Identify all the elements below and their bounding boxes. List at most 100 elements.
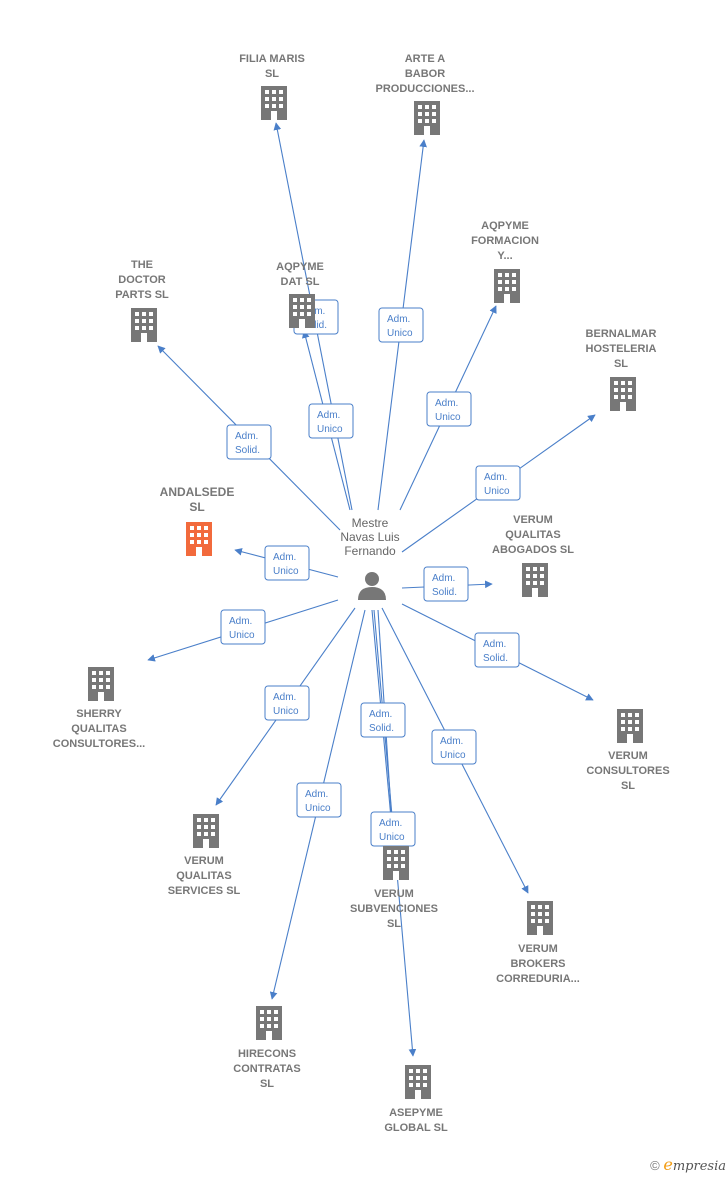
- company-label-line: QUALITAS: [71, 723, 126, 735]
- edge-label-line: Adm.: [273, 552, 296, 563]
- edge-labels-layer: Adm.UnicoAdm.UnicoAdm.UnicoAdm.Solid.Adm…: [220, 299, 521, 847]
- edge-label-line: Unico: [229, 630, 255, 641]
- edge-label-box: [264, 545, 310, 581]
- edge-label-line: Solid.: [369, 723, 394, 734]
- building-icon: [186, 522, 212, 556]
- edge-label-line: Adm.: [435, 398, 458, 409]
- edge-label[interactable]: Adm. Unico: [308, 403, 354, 439]
- edge-label[interactable]: Adm.Unico: [426, 391, 472, 427]
- person-label-line: Fernando: [344, 544, 396, 558]
- edge-label-line: Adm.: [432, 573, 455, 584]
- company-label-line: SL: [260, 1078, 274, 1090]
- company-label-line: CONTRATAS: [233, 1063, 300, 1075]
- edge-label-line: Adm.: [369, 709, 392, 720]
- company-label-line: ASEPYME: [389, 1107, 443, 1119]
- edge-label[interactable]: Adm.Unico: [475, 465, 521, 501]
- building-icon: [527, 901, 553, 935]
- edge-label-box: [474, 632, 520, 668]
- building-icon: [88, 667, 114, 701]
- company-node-arte-a-babor[interactable]: ARTE ABABORPRODUCCIONES...: [375, 53, 475, 135]
- company-label-line: FILIA MARIS: [239, 53, 305, 65]
- building-icon: [414, 101, 440, 135]
- company-label-line: HIRECONS: [238, 1048, 296, 1060]
- company-node-asepyme[interactable]: ASEPYME GLOBAL SL: [384, 1065, 448, 1134]
- company-node-the-doctor-parts[interactable]: THE DOCTOR PARTS SL: [115, 259, 169, 342]
- company-label-line: SL: [189, 500, 204, 514]
- company-label-line: QUALITAS: [176, 870, 231, 882]
- company-label-line: PRODUCCIONES...: [375, 83, 474, 95]
- edge-label[interactable]: Adm.Unico: [264, 685, 310, 721]
- edge-label-line: Adm.: [483, 639, 506, 650]
- edge-label-box: [264, 685, 310, 721]
- edge-label-line: Solid.: [432, 587, 457, 598]
- edge-label[interactable]: Adm.Unico: [431, 729, 477, 765]
- edge-label-line: Adm.: [317, 410, 340, 421]
- company-node-filia-maris[interactable]: FILIA MARIS SL: [239, 53, 305, 120]
- edge-label-box: [423, 566, 469, 602]
- company-label-line: HOSTELERIA: [586, 343, 657, 355]
- company-label-line: SL: [265, 68, 279, 80]
- company-label-line: DOCTOR: [118, 274, 166, 286]
- company-label-line: DAT SL: [281, 276, 320, 288]
- company-node-hirecons[interactable]: HIRECONS CONTRATAS SL: [233, 1006, 301, 1090]
- edge-label[interactable]: Adm. Solid.: [360, 702, 406, 738]
- company-node-verum-qualitas-services[interactable]: VERUM QUALITAS SERVICES SL: [168, 814, 241, 897]
- edge-label-box: [226, 424, 272, 460]
- edge-label-box: [296, 782, 342, 818]
- edge-label-box: [220, 609, 266, 645]
- edge-label[interactable]: Adm.Unico: [370, 811, 416, 847]
- company-node-sherry-qualitas[interactable]: SHERRY QUALITAS CONSULTORES...: [53, 667, 146, 750]
- person-icon: [358, 572, 386, 600]
- edge-label-line: Unico: [317, 424, 343, 435]
- edge-label-line: Unico: [440, 750, 466, 761]
- company-label-line: CONSULTORES...: [53, 738, 146, 750]
- building-icon: [617, 709, 643, 743]
- person-label-line: Mestre: [352, 516, 389, 530]
- empresia-credit[interactable]: © empresia: [650, 1155, 726, 1174]
- edge-label[interactable]: Adm. Solid.: [423, 566, 469, 602]
- edge-label[interactable]: Adm. Solid.: [226, 424, 272, 460]
- company-label-line: PARTS SL: [115, 289, 169, 301]
- building-icon: [383, 846, 409, 880]
- company-label-line: BROKERS: [510, 958, 565, 970]
- company-label-line: SHERRY: [76, 708, 122, 720]
- company-label-line: CONSULTORES: [586, 765, 669, 777]
- edge-label-line: Unico: [273, 706, 299, 717]
- empresia-logo-initial: e: [663, 1155, 673, 1174]
- company-node-aqpyme-formacion[interactable]: AQPYMEFORMACIONY...: [471, 220, 539, 303]
- edge-label[interactable]: Adm.Unico: [296, 782, 342, 818]
- edge-label-line: Solid.: [235, 445, 260, 456]
- company-label-line: GLOBAL SL: [384, 1122, 448, 1134]
- edge-label-box: [431, 729, 477, 765]
- edge-label-line: Adm.: [235, 431, 258, 442]
- building-icon: [610, 377, 636, 411]
- company-label-line: FORMACION: [471, 235, 539, 247]
- building-icon: [405, 1065, 431, 1099]
- building-icon: [494, 269, 520, 303]
- company-label-line: VERUM: [518, 943, 558, 955]
- edge-label-box: [360, 702, 406, 738]
- edge-label-line: Unico: [273, 566, 299, 577]
- company-node-verum-brokers[interactable]: VERUMBROKERSCORREDURIA...: [496, 901, 580, 985]
- company-label-line: VERUM: [184, 855, 224, 867]
- company-label-line: Y...: [497, 250, 512, 262]
- company-label-line: THE: [131, 259, 153, 271]
- edge-label[interactable]: Adm.Unico: [378, 307, 424, 343]
- edge-label[interactable]: Adm. Unico: [264, 545, 310, 581]
- edge-label[interactable]: Adm.Unico: [220, 609, 266, 645]
- edge-label-line: Unico: [305, 803, 331, 814]
- company-label-line: ABOGADOS SL: [492, 544, 574, 556]
- edge-label-box: [308, 403, 354, 439]
- edge-label[interactable]: Adm. Solid.: [474, 632, 520, 668]
- edge-label-line: Solid.: [483, 653, 508, 664]
- company-label-line: SERVICES SL: [168, 885, 241, 897]
